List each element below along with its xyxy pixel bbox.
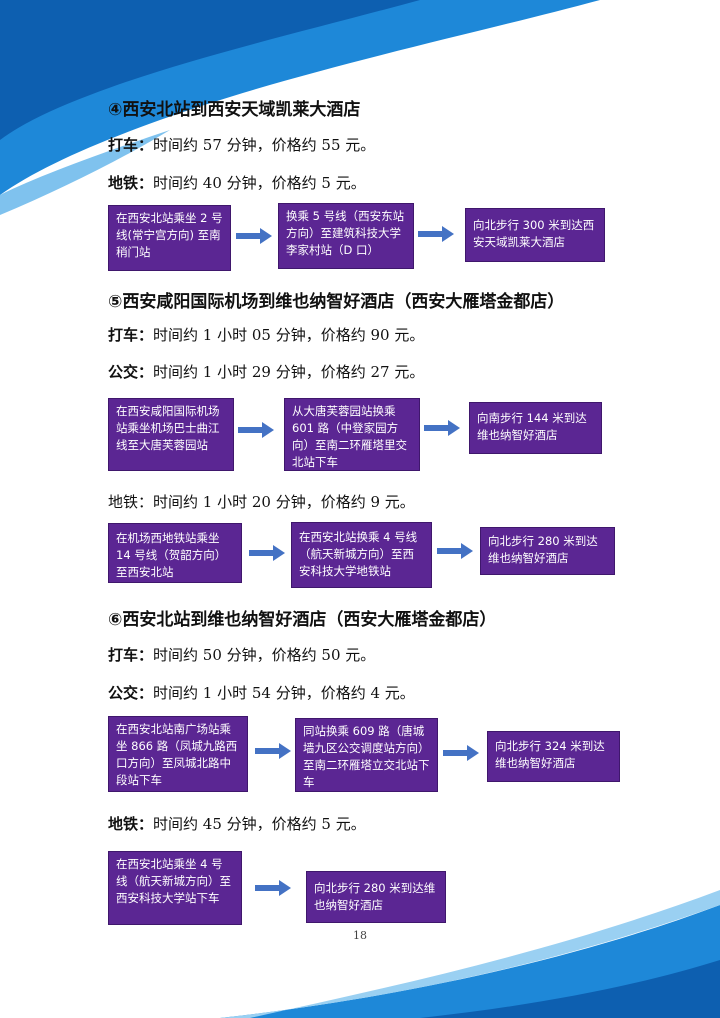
s6-metro-text: 时间约 45 分钟，价格约 5 元。 bbox=[153, 815, 366, 833]
s4-metro-text: 时间约 40 分钟，价格约 5 元。 bbox=[153, 174, 366, 192]
s6-taxi-label: 打车： bbox=[108, 646, 154, 664]
section-4-title: ④西安北站到西安天域凯莱大酒店 bbox=[108, 100, 361, 120]
s4-taxi-label: 打车： bbox=[108, 136, 154, 154]
s6-taxi-line: 打车：时间约 50 分钟，价格约 50 元。 bbox=[108, 644, 375, 665]
arrow-right-icon bbox=[238, 422, 274, 438]
s5-bus-line: 公交：时间约 1 小时 29 分钟，价格约 27 元。 bbox=[108, 361, 424, 382]
s6-metro-step-2: 向北步行 280 米到达维也纳智好酒店 bbox=[306, 871, 446, 923]
s6-metro-line: 地铁：时间约 45 分钟，价格约 5 元。 bbox=[108, 813, 366, 834]
s4-metro-step-3: 向北步行 300 米到达西安天域凯莱大酒店 bbox=[465, 208, 605, 262]
s4-metro-step-2: 换乘 5 号线（西安东站方向）至建筑科技大学李家村站（D 口） bbox=[278, 203, 414, 269]
arrow-right-icon bbox=[424, 420, 460, 436]
s4-metro-label: 地铁： bbox=[108, 174, 154, 192]
arrow-right-icon bbox=[255, 743, 291, 759]
s5-metro-step-1: 在机场西地铁站乘坐 14 号线（贺韶方向）至西安北站 bbox=[108, 523, 242, 583]
s5-bus-step-3: 向南步行 144 米到达维也纳智好酒店 bbox=[469, 402, 602, 454]
s6-metro-step-1: 在西安北站乘坐 4 号线（航天新城方向）至西安科技大学站下车 bbox=[108, 851, 242, 925]
s4-metro-step-1: 在西安北站乘坐 2 号线(常宁宫方向) 至南稍门站 bbox=[108, 205, 231, 271]
page-number: 18 bbox=[353, 929, 367, 942]
section-6-title: ⑥西安北站到维也纳智好酒店（西安大雁塔金都店） bbox=[108, 610, 497, 630]
arrow-right-icon bbox=[418, 226, 454, 242]
s6-taxi-text: 时间约 50 分钟，价格约 50 元。 bbox=[153, 646, 376, 664]
s6-bus-label: 公交： bbox=[108, 684, 154, 702]
s5-bus-step-2: 从大唐芙蓉园站换乘601 路（中登家园方向）至南二环雁塔里交北站下车 bbox=[284, 398, 420, 471]
s6-bus-step-3: 向北步行 324 米到达维也纳智好酒店 bbox=[487, 731, 620, 782]
arrow-right-icon bbox=[255, 880, 291, 896]
s6-bus-line: 公交：时间约 1 小时 54 分钟，价格约 4 元。 bbox=[108, 682, 415, 703]
s4-taxi-text: 时间约 57 分钟，价格约 55 元。 bbox=[153, 136, 376, 154]
s6-bus-text: 时间约 1 小时 54 分钟，价格约 4 元。 bbox=[153, 684, 415, 702]
s4-taxi-line: 打车：时间约 57 分钟，价格约 55 元。 bbox=[108, 134, 375, 155]
arrow-right-icon bbox=[249, 545, 285, 561]
s5-bus-text: 时间约 1 小时 29 分钟，价格约 27 元。 bbox=[153, 363, 425, 381]
arrow-right-icon bbox=[236, 228, 272, 244]
s5-taxi-text: 时间约 1 小时 05 分钟，价格约 90 元。 bbox=[153, 326, 425, 344]
s5-bus-step-1: 在西安咸阳国际机场站乘坐机场巴士曲江线至大唐芙蓉园站 bbox=[108, 398, 234, 471]
s5-metro-step-3: 向北步行 280 米到达维也纳智好酒店 bbox=[480, 527, 615, 575]
s5-taxi-line: 打车：时间约 1 小时 05 分钟，价格约 90 元。 bbox=[108, 324, 424, 345]
s5-metro-line: 地铁：时间约 1 小时 20 分钟，价格约 9 元。 bbox=[108, 493, 415, 511]
section-5-title: ⑤西安咸阳国际机场到维也纳智好酒店（西安大雁塔金都店） bbox=[108, 292, 565, 312]
s6-bus-step-2: 同站换乘 609 路（唐城墙九区公交调度站方向）至南二环雁塔立交北站下车 bbox=[295, 718, 438, 792]
s5-bus-label: 公交： bbox=[108, 363, 154, 381]
arrow-right-icon bbox=[443, 745, 479, 761]
arrow-right-icon bbox=[437, 543, 473, 559]
s5-taxi-label: 打车： bbox=[108, 326, 154, 344]
s4-metro-line: 地铁：时间约 40 分钟，价格约 5 元。 bbox=[108, 172, 366, 193]
s6-bus-step-1: 在西安北站南广场站乘坐 866 路（凤城九路西口方向）至凤城北路中段站下车 bbox=[108, 716, 248, 792]
s6-metro-label: 地铁： bbox=[108, 815, 154, 833]
s5-metro-step-2: 在西安北站换乘 4 号线（航天新城方向）至西安科技大学地铁站 bbox=[291, 522, 432, 588]
